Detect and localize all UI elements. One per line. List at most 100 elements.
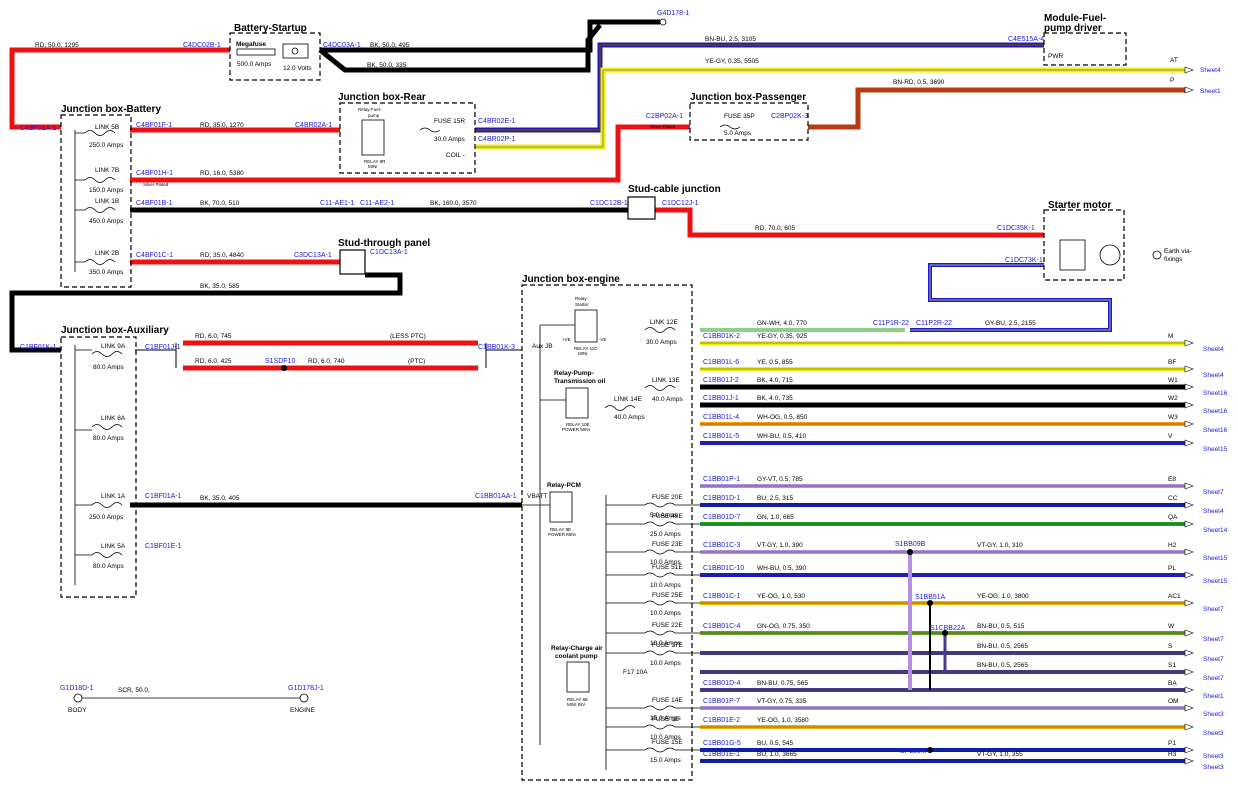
conn-c11ae1: C11-AE1-1 [320, 200, 354, 207]
output-sheet-ref[interactable]: Sheet3 [1203, 730, 1224, 737]
fuse-amps: 5.0 Amps [650, 512, 678, 519]
wire-rd-1295 [9, 47, 230, 130]
fuse-symbol [644, 572, 700, 578]
output-pin: S [1168, 643, 1173, 650]
link-1a-amps: 250.0 Amps [89, 514, 124, 521]
output-connector: C1BB01K-2 [703, 333, 740, 340]
sheet-ref-at[interactable]: Sheet4 [1200, 67, 1221, 74]
sheet-ref-p[interactable]: Sheet1 [1200, 88, 1221, 95]
output-sheet-ref[interactable]: Sheet3 [1203, 711, 1224, 718]
megafuse-symbol [236, 48, 276, 56]
output-arrow [1184, 501, 1194, 509]
output-sheet-ref[interactable]: Sheet4 [1203, 508, 1224, 515]
wire-label-bnrd-3690: BN-RD, 0.5, 3690 [893, 79, 945, 86]
output-arrow [1184, 482, 1194, 490]
relay-pump-trans-1: Relay-Pump- [554, 370, 594, 377]
output-sheet-ref[interactable]: Sheet4 [1203, 372, 1224, 379]
link-8a-amps: 80.0 Amps [93, 435, 124, 442]
output-sheet-ref[interactable]: Sheet15 [1203, 555, 1228, 562]
output-pin: W [1168, 623, 1175, 630]
fuse-15r-name: FUSE 15R [434, 118, 465, 125]
output-sheet-ref[interactable]: Sheet7 [1203, 675, 1224, 682]
title-jb-auxiliary: Junction box-Auxiliary [61, 325, 169, 336]
fuse-symbol [644, 724, 700, 730]
output-sheet-ref[interactable]: Sheet1 [1203, 693, 1224, 700]
output-arrow [1184, 599, 1194, 607]
output-sheet-ref[interactable]: Sheet15 [1203, 578, 1228, 585]
wire-rd-605 [655, 207, 1044, 238]
output-sheet-ref[interactable]: Sheet3 [1203, 753, 1224, 760]
silver-plated-35p: Silver Plated [650, 124, 676, 129]
output-sheet-ref[interactable]: Sheet7 [1203, 636, 1224, 643]
output-pin: S1 [1168, 662, 1176, 669]
output-wire-label: YE-OG, 1.0, 530 [757, 593, 805, 600]
output-wire-label: WH-BU, 0.5, 390 [757, 565, 807, 572]
output-wire-label: GN-OG, 0.75, 350 [757, 623, 810, 630]
output-arrow [1184, 723, 1194, 731]
splice-dot [942, 630, 948, 636]
conn-c11p1r: C11P1R-22 [873, 320, 909, 327]
output-sheet-ref[interactable]: Sheet14 [1203, 527, 1228, 534]
output-connector: C1BB01P-7 [703, 698, 740, 705]
battery-volts: 12.0 Volts [283, 65, 312, 72]
output-pin: QA [1168, 514, 1178, 521]
wire-label-gnwh-770: GN-WH, 4.0, 770 [757, 320, 807, 327]
link-7b-name: LINK 7B [95, 167, 119, 174]
title-jb-battery: Junction box-Battery [61, 104, 161, 115]
output-connector: C1BB01C-1 [703, 593, 740, 600]
title-module-fuel-2: pump driver [1044, 23, 1102, 34]
output-sheet-ref[interactable]: Sheet7 [1203, 606, 1224, 613]
fuse-amps: 10.0 Amps [650, 734, 681, 741]
output-sheet-ref[interactable]: Sheet4 [1203, 346, 1224, 353]
wire-label-bk-3570: BK, 160.0, 3570 [430, 200, 477, 207]
output-arrow [1184, 746, 1194, 754]
vbatt-label: VBATT [527, 493, 547, 500]
output-connector: C1BB01D-4 [703, 680, 740, 687]
output-sheet-ref[interactable]: Sheet7 [1203, 489, 1224, 496]
box-jb-engine [521, 284, 693, 781]
starter-relay-symbol [1059, 239, 1086, 271]
title-starter-motor: Starter motor [1048, 200, 1111, 211]
wire-label-bnbu-3105: BN-BU, 2.5, 3105 [705, 36, 756, 43]
output-pin: W3 [1168, 414, 1178, 421]
relay-6e-2: MINI INV [567, 702, 585, 707]
link-1a: LINK 1A 250.0 Amps [89, 493, 126, 521]
output-pin: W2 [1168, 395, 1178, 402]
conn-c4br02a: C4BR02A-1 [295, 122, 332, 129]
box-battery-startup [229, 32, 321, 81]
output-sheet-ref[interactable]: Sheet15 [1203, 446, 1228, 453]
output-pin: E8 [1168, 476, 1176, 483]
output-sheet-ref[interactable]: Sheet16 [1203, 390, 1228, 397]
output-wire-label: BU, 2.5, 315 [757, 495, 794, 502]
output-wire-label: BN-BU, 0.5, 2565 [977, 643, 1028, 650]
fuse-amps: 15.0 Amps [650, 715, 681, 722]
relay-fuel-pump-symbol [361, 119, 385, 156]
conn-spl364a: SPL364A [900, 748, 930, 755]
conn-c4bf01b: C4BF01B-1 [136, 200, 173, 207]
conn-s1sdf10: S1SDF10 [265, 358, 295, 365]
output-pin: H2 [1168, 542, 1177, 549]
output-sheet-ref[interactable]: Sheet7 [1203, 656, 1224, 663]
link-14e-name: LINK 14E [614, 396, 642, 403]
earth-icon [1152, 250, 1162, 260]
output-connector: C1BB01D-7 [703, 514, 740, 521]
wire-label-bk-495: BK, 50.0, 495 [370, 42, 410, 49]
output-connector: C1BB01C-4 [703, 623, 740, 630]
link-5a-amps: 80.0 Amps [93, 563, 124, 570]
output-sheet-ref[interactable]: Sheet16 [1203, 427, 1228, 434]
link-2b-amps: 350.0 Amps [89, 269, 124, 276]
conn-c4e515a: C4E515A-4 [1008, 36, 1044, 43]
minus-ve: -VE [599, 337, 607, 342]
conn-c4br02e: C4BR02E-1 [478, 118, 515, 125]
conn-c1dc12b: C1DC12B-1 [590, 200, 628, 207]
output-sheet-ref[interactable]: Sheet16 [1203, 408, 1228, 415]
output-arrow [1184, 757, 1194, 765]
wire-label-rd-605: RD, 70.0, 605 [755, 225, 795, 232]
output-pin: W1 [1168, 377, 1178, 384]
wire-label-bk-510: BK, 70.0, 510 [200, 200, 240, 207]
earth-label-2: fixings [1164, 256, 1183, 263]
wire-label-rd-745: RD, 6.0, 745 [195, 333, 232, 340]
plus-ve: +VE [562, 337, 571, 342]
output-sheet-ref[interactable]: Sheet3 [1203, 764, 1224, 771]
